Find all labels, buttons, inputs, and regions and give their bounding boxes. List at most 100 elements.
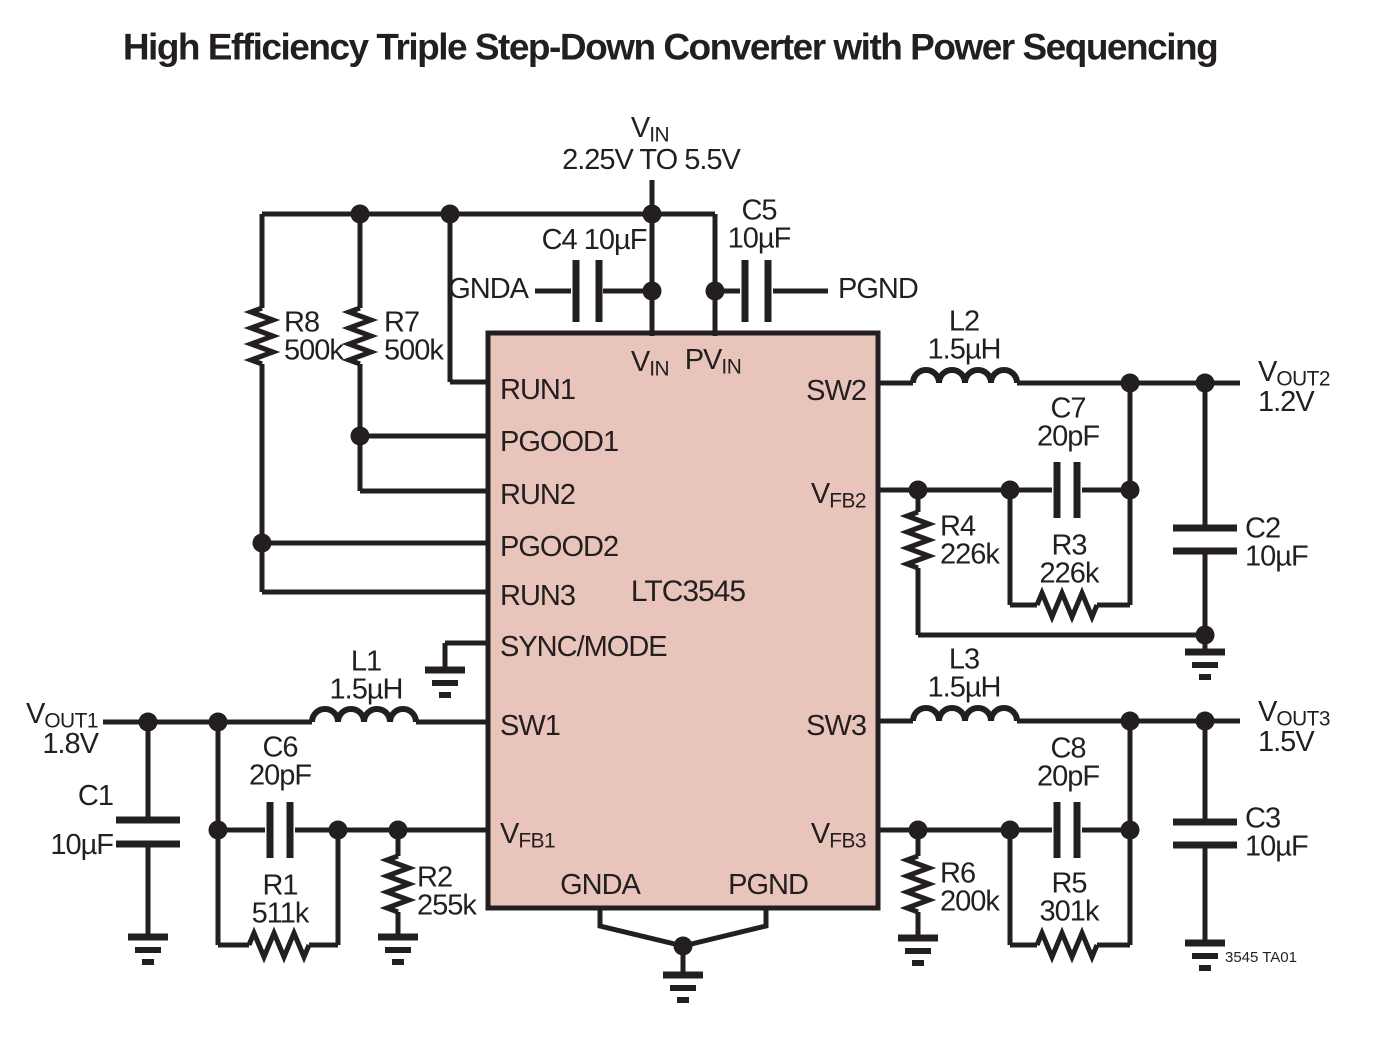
capacitor-c3-symbol <box>1173 818 1237 849</box>
ic-pin-pvin: PVIN <box>684 343 742 379</box>
capacitor-c7-symbol <box>1053 462 1081 518</box>
resistor-r2-symbol <box>379 853 417 915</box>
l1-ref: L1 <box>350 645 382 678</box>
ground-symbol <box>1185 943 1225 968</box>
c5-ref: C5 <box>741 194 777 227</box>
c2-ref: C2 <box>1245 512 1281 545</box>
label-l1: L1 1.5µH <box>329 645 404 705</box>
c1-value: 10µF <box>50 829 114 862</box>
c6-value: 20pF <box>248 759 312 791</box>
c3-value: 10µF <box>1245 830 1309 862</box>
l3-ref: L3 <box>948 643 980 676</box>
r4-ref: R4 <box>940 510 976 543</box>
c1-ref: C1 <box>77 780 114 813</box>
r3-ref: R3 <box>1051 529 1087 562</box>
ic-body-ltc3545 <box>485 330 881 911</box>
ic-pin-vfb1: VFB1 <box>500 817 556 853</box>
c8-ref: C8 <box>1050 732 1086 765</box>
resistor-r8-symbol <box>243 305 281 367</box>
c5-value: 10µF <box>727 222 792 254</box>
ic-pin-sw1: SW1 <box>500 710 561 743</box>
resistor-r6-symbol <box>899 853 937 915</box>
vin-range-label: 2.25V TO 5.5V <box>562 144 741 177</box>
vout1-net-label: VOUT1 1.8V <box>25 698 99 761</box>
l3-value: 1.5µH <box>927 671 1002 703</box>
r5-value: 301k <box>1039 895 1100 927</box>
r1-ref: R1 <box>262 869 298 902</box>
junction-dots <box>138 204 1215 956</box>
ground-symbol <box>898 938 938 963</box>
label-c4: C4 10µF <box>541 224 648 257</box>
c7-ref: C7 <box>1050 392 1086 425</box>
ic-pin-sync-mode: SYNC/MODE <box>500 631 668 664</box>
c3-ref: C3 <box>1245 802 1281 835</box>
wires <box>103 180 1240 975</box>
label-r5: R5 301k <box>1039 867 1100 927</box>
label-c5: C5 10µF <box>727 194 792 254</box>
label-c2: C2 10µF <box>1245 512 1309 572</box>
label-r6: R6 200k <box>940 857 1000 917</box>
ic-pin-vfb3: VFB3 <box>810 817 867 853</box>
label-r1: R1 511k <box>251 869 310 929</box>
l2-value: 1.5µH <box>927 333 1002 365</box>
gnda-net-label: GNDA <box>448 273 529 306</box>
capacitor-c5-symbol <box>741 260 772 322</box>
r4-value: 226k <box>940 538 1000 570</box>
inductor-l3-symbol <box>910 705 1020 722</box>
r6-value: 200k <box>940 885 1000 917</box>
resistor-r5-symbol <box>1034 926 1100 964</box>
r3-value: 226k <box>1039 557 1100 589</box>
r8-ref: R8 <box>284 306 320 339</box>
c2-value: 10µF <box>1245 540 1309 572</box>
ground-symbol <box>1185 652 1225 677</box>
ic-pin-sw3: SW3 <box>806 710 867 743</box>
label-r3: R3 226k <box>1039 529 1100 589</box>
resistor-r3-symbol <box>1034 586 1100 624</box>
r7-ref: R7 <box>384 306 420 339</box>
label-r7: R7 500k <box>384 306 444 366</box>
r6-ref: R6 <box>940 857 976 890</box>
l2-ref: L2 <box>948 305 980 338</box>
vout2-net-label: VOUT2 1.2V <box>1258 356 1331 419</box>
r2-ref: R2 <box>417 861 453 894</box>
capacitor-c6-symbol <box>266 802 294 858</box>
ic-part-number: LTC3545 <box>630 574 746 608</box>
r8-value: 500k <box>284 334 344 366</box>
label-r4: R4 226k <box>940 510 1000 570</box>
inductor-l2-symbol <box>910 367 1020 384</box>
r1-value: 511k <box>251 897 310 929</box>
c8-value: 20pF <box>1036 760 1100 792</box>
resistor-r7-symbol <box>341 305 379 367</box>
label-c8: C8 20pF <box>1036 732 1100 792</box>
label-l3: L3 1.5µH <box>927 643 1002 703</box>
r5-ref: R5 <box>1051 867 1087 900</box>
capacitor-c2-symbol <box>1173 524 1237 555</box>
resistor-r4-symbol <box>899 509 937 571</box>
ic-pin-gnda: GNDA <box>560 869 641 902</box>
r7-value: 500k <box>384 334 444 366</box>
c6-ref: C6 <box>262 731 298 764</box>
ic-pin-run3: RUN3 <box>500 580 576 613</box>
doc-reference: 3545 TA01 <box>1224 948 1298 966</box>
ic-pin-pgnd: PGND <box>728 869 809 902</box>
capacitor-c1-symbol <box>116 816 180 848</box>
ground-symbol <box>128 937 168 962</box>
label-c3: C3 10µF <box>1245 802 1309 862</box>
pgnd-net-label: PGND <box>838 273 919 306</box>
ground-symbol <box>663 975 703 1000</box>
label-c7: C7 20pF <box>1037 392 1100 450</box>
label-r8: R8 500k <box>284 306 344 366</box>
ic-pin-sw2: SW2 <box>806 375 867 408</box>
capacitor-c8-symbol <box>1053 802 1081 858</box>
r2-value: 255k <box>417 889 477 921</box>
l1-value: 1.5µH <box>329 673 404 705</box>
page-title: High Efficiency Triple Step-Down Convert… <box>122 26 1219 68</box>
label-l2: L2 1.5µH <box>927 305 1002 365</box>
inductor-l1-symbol <box>309 706 419 723</box>
ic-pin-vfb2: VFB2 <box>810 477 867 513</box>
ic-pin-run1: RUN1 <box>500 374 576 407</box>
resistor-r1-symbol <box>246 926 312 964</box>
vout3-net-label: VOUT3 1.5V <box>1258 696 1331 759</box>
